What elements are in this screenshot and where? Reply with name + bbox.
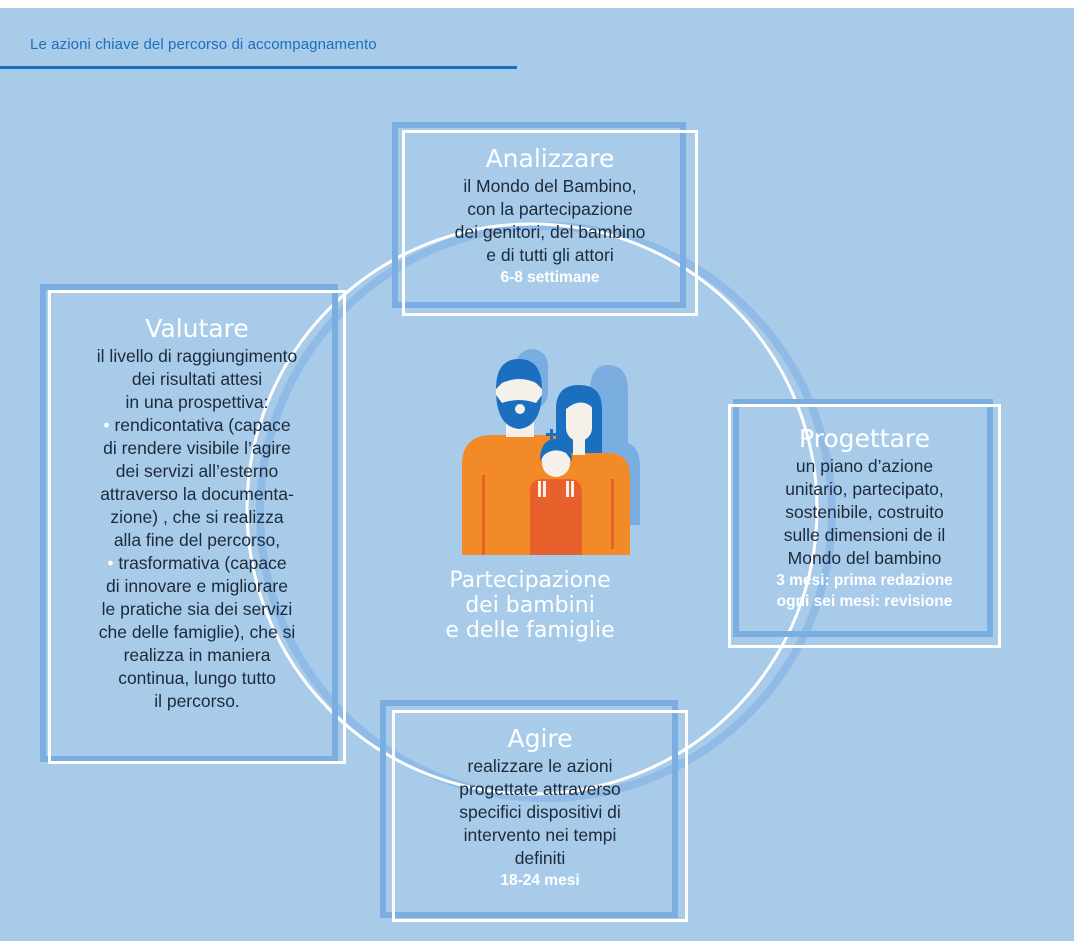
bullet-icon: • [107, 553, 114, 573]
family-icon [462, 349, 640, 555]
valutare-bullet-2: • trasformativa (capace di innovare e mi… [51, 552, 343, 713]
agire-description: realizzare le azioni progettate attraver… [459, 756, 621, 868]
mother-face [566, 397, 592, 441]
valutare-title: Valutare [145, 314, 249, 343]
progettare-title: Progettare [799, 424, 930, 453]
progettare-box: Progettare un piano d’azione unitario, p… [728, 404, 1001, 648]
valutare-bullet-1: • rendicontativa (capace di rendere visi… [51, 414, 343, 552]
agire-box: Agire realizzare le azioni progettate at… [392, 710, 688, 922]
mother-arm-line [611, 479, 614, 549]
child-hair [540, 439, 572, 461]
progettare-timing: 3 mesi: prima redazione ogni sei mesi: r… [776, 572, 953, 610]
valutare-box: Valutare il livello di raggiungimento de… [48, 290, 346, 764]
analizzare-box: Analizzare il Mondo del Bambino, con la … [402, 130, 698, 316]
cycle-ring-shadow [256, 222, 836, 802]
center-label: Partecipazione dei bambini e delle famig… [445, 568, 615, 643]
analizzare-title: Analizzare [485, 144, 615, 173]
valutare-bullet-2-text: trasformativa (capace di innovare e migl… [98, 553, 296, 711]
progettare-description: un piano d’azione unitario, partecipato,… [783, 456, 946, 568]
analizzare-box-shadow [392, 122, 686, 308]
agire-timing: 18-24 mesi [500, 872, 580, 889]
analizzare-description: il Mondo del Bambino, con la partecipazi… [454, 176, 646, 265]
child-face [542, 445, 570, 477]
title-underline [0, 66, 517, 69]
father-arm-line [482, 475, 485, 555]
valutare-bullet-1-text: rendicontativa (capace di rendere visibi… [100, 415, 294, 550]
cycle-ring-line [245, 222, 819, 796]
agire-title: Agire [507, 724, 573, 753]
progettare-box-shadow [733, 399, 993, 637]
page-title: Le azioni chiave del percorso di accompa… [30, 36, 377, 53]
analizzare-timing: 6-8 settimane [500, 269, 600, 286]
father-hair [496, 359, 542, 389]
bullet-icon: • [103, 415, 110, 435]
child-body [530, 479, 582, 555]
valutare-box-shadow [40, 284, 338, 762]
valutare-intro: il livello di raggiungimento dei risulta… [96, 346, 298, 412]
agire-box-shadow [380, 700, 678, 918]
